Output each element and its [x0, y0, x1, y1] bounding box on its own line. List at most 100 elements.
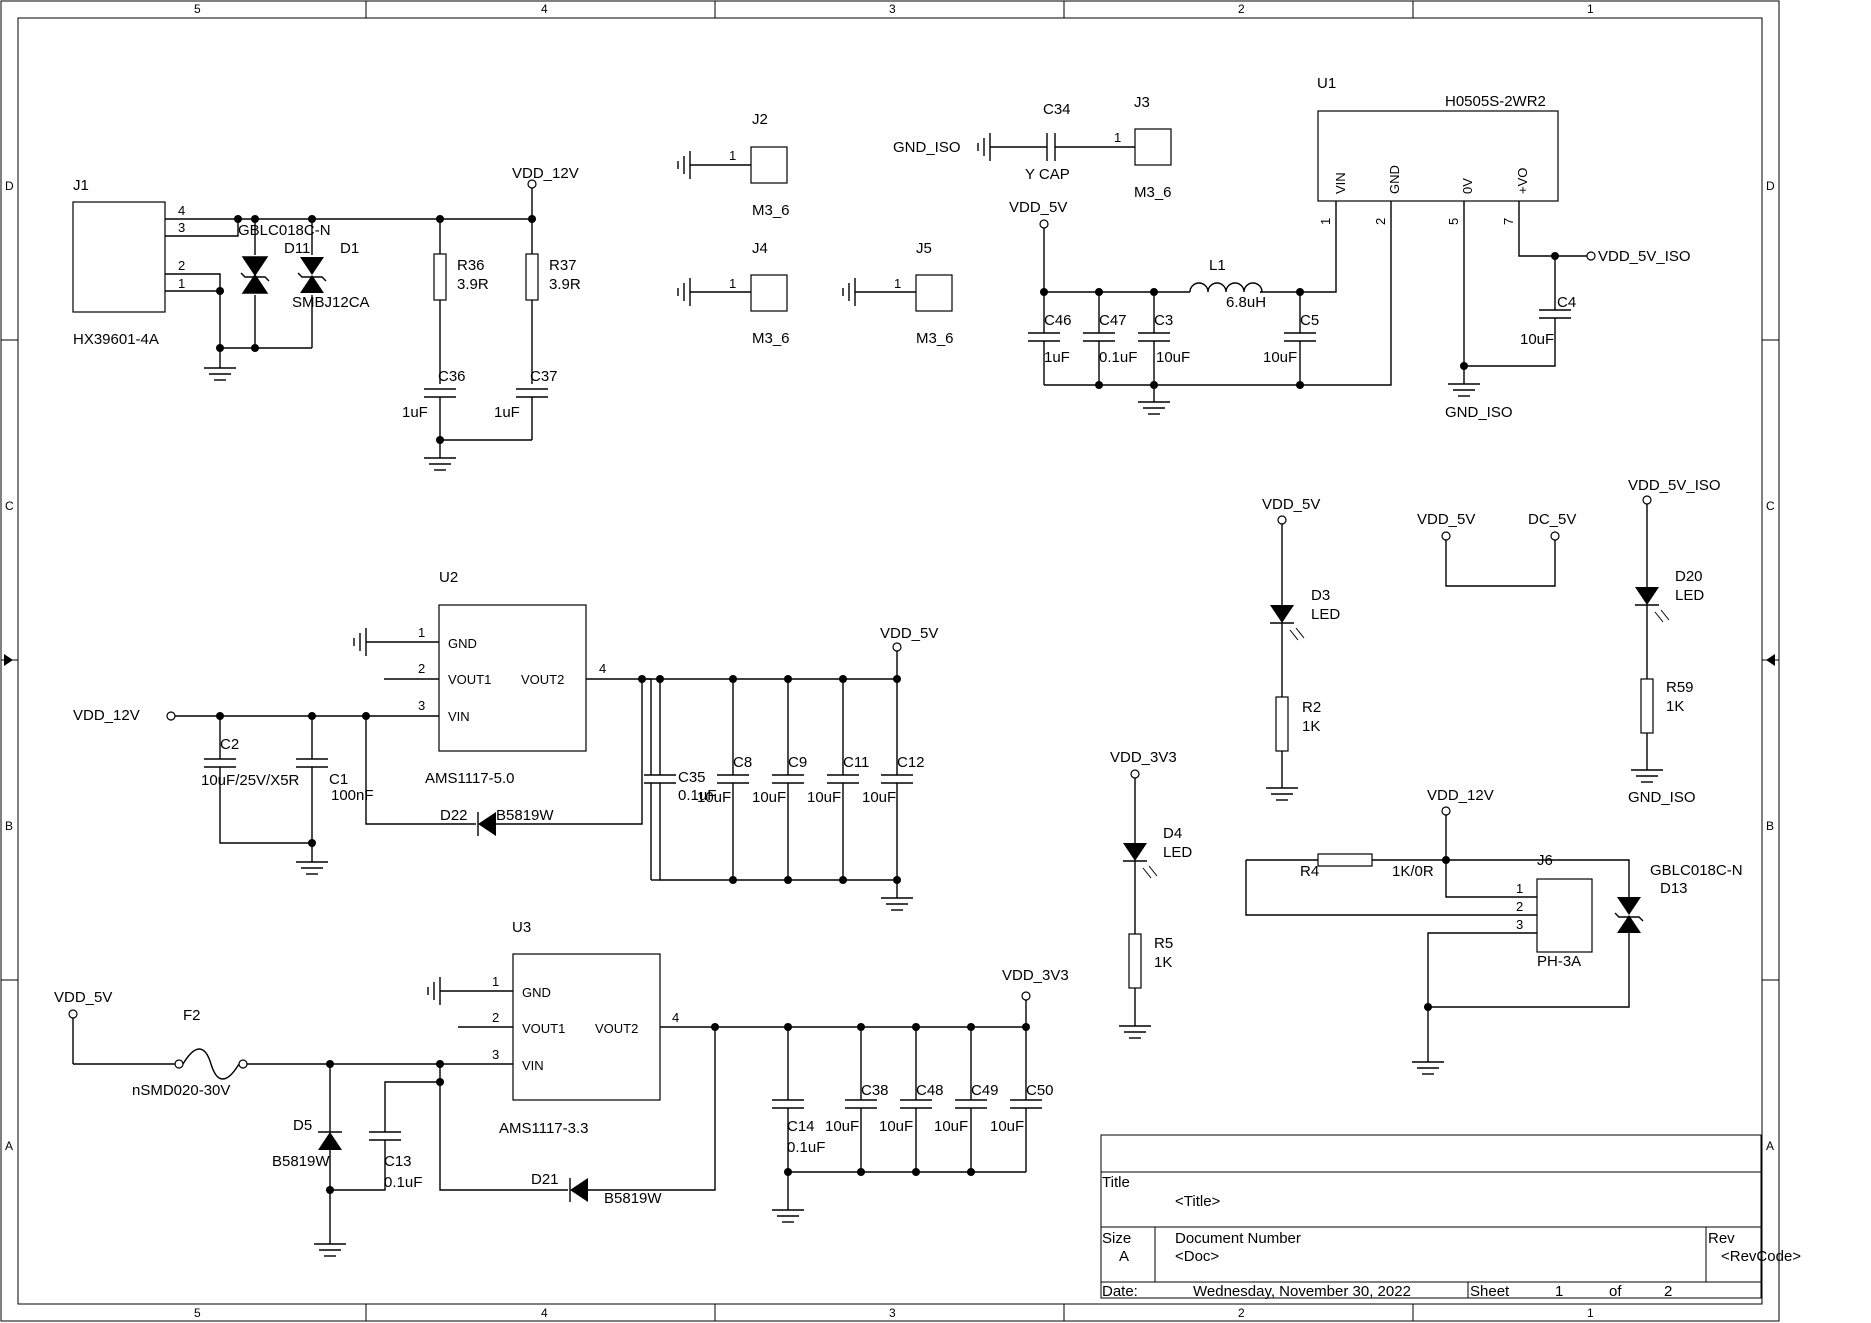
c12-value: 10uF [862, 789, 896, 806]
c34-ref: C34 [1043, 101, 1071, 118]
d22-schottky-diode[interactable]: D22 B5819W [440, 807, 554, 836]
c9-capacitor[interactable]: C9 10uF [752, 679, 807, 880]
d21-schottky-diode[interactable]: D21 B5819W [531, 1171, 662, 1207]
c1-capacitor[interactable]: C1 100nF [296, 758, 374, 804]
j3-mounting-hole[interactable]: 1 GND_ISO C34 Y CAP J3 M3_6 [893, 94, 1172, 201]
c46-capacitor[interactable]: C46 1uF [1028, 292, 1072, 385]
u1-isolated-converter[interactable]: U1 H0505S-2WR2 VIN GND 0V +VO 1 2 5 7 [1317, 75, 1559, 225]
j4-mounting-hole[interactable]: 1 J4 M3_6 [677, 240, 790, 347]
c4-capacitor[interactable]: C4 10uF [1520, 294, 1576, 348]
j2-mounting-hole[interactable]: 1 J2 M3_6 [677, 111, 790, 219]
u1-pin-name: 0V [1460, 178, 1475, 194]
c50-ref: C50 [1026, 1082, 1054, 1099]
col-label: 4 [541, 1306, 548, 1320]
d1-value: SMBJ12CA [292, 294, 370, 311]
d5-value: B5819W [272, 1153, 330, 1170]
r5-resistor[interactable]: R5 1K [1119, 933, 1173, 1039]
j5-mounting-hole[interactable]: 1 J5 M3_6 [842, 240, 954, 347]
j1-connector[interactable]: J1 HX39601-4A 4 3 2 1 [72, 177, 185, 348]
c5-value: 10uF [1263, 349, 1297, 366]
u2-pin-name: VOUT2 [521, 672, 564, 687]
c14-capacitor[interactable]: C14 0.1uF [772, 1099, 825, 1156]
r37-resistor[interactable]: R37 3.9R [525, 219, 581, 384]
c48-ref: C48 [916, 1082, 944, 1099]
u2-wires: VDD_5V VDD_12V [73, 625, 938, 911]
f2-ref: F2 [183, 1007, 201, 1024]
j4-pin: 1 [729, 276, 736, 291]
c13-capacitor[interactable]: C13 0.1uF [369, 1131, 422, 1191]
u2-pin-name: VIN [448, 709, 470, 724]
row-label: B [1766, 819, 1774, 833]
vdd-12v-port-top: VDD_12V [512, 165, 579, 223]
u3-pin-name: GND [522, 985, 551, 1000]
row-label: C [5, 499, 14, 513]
d1-ref: D1 [340, 240, 359, 257]
u2-pin-num: 2 [418, 661, 425, 676]
d3-led[interactable]: VDD_5V D3 LED [1262, 496, 1340, 697]
d11-tvs-diode[interactable]: GBLC018C-N D11 [238, 222, 331, 294]
c3-capacitor[interactable]: C3 10uF [1138, 292, 1190, 385]
vdd-5v-label: VDD_5V [1009, 199, 1067, 216]
c8-capacitor[interactable]: C8 10uF [697, 679, 752, 880]
j2-value: M3_6 [752, 202, 790, 219]
j3-value: M3_6 [1134, 184, 1172, 201]
gnd-symbol [424, 436, 532, 471]
sheet-label: Sheet [1470, 1283, 1510, 1300]
u3-pin-name: VOUT1 [522, 1021, 565, 1036]
u1-value: H0505S-2WR2 [1445, 93, 1546, 110]
c37-value: 1uF [494, 404, 520, 421]
u3-ldo-3v3[interactable]: U3 AMS1117-3.3 GND VOUT1 VOUT2 VIN 1 2 4… [492, 919, 679, 1137]
of-label: of [1609, 1283, 1622, 1300]
d4-led[interactable]: VDD_3V3 D4 LED [1110, 749, 1192, 934]
c11-capacitor[interactable]: C11 10uF [807, 679, 869, 880]
r59-resistor[interactable]: R59 1K GND_ISO [1628, 678, 1696, 806]
vdd-5v-label: VDD_5V [54, 989, 112, 1006]
j6-connector[interactable]: J6 PH-3A 1 2 3 [1516, 852, 1593, 970]
d5-schottky-diode[interactable]: D5 B5819W [272, 1117, 342, 1170]
c38-capacitor[interactable]: C38 10uF [825, 1027, 889, 1172]
j3-pin: 1 [1114, 130, 1121, 145]
row-label: D [5, 179, 14, 193]
u1-pin-num: 1 [1318, 218, 1333, 225]
u3-pin-num: 4 [672, 1010, 679, 1025]
date-label: Date: [1102, 1283, 1138, 1300]
dc5v-jumper: VDD_5V DC_5V [1417, 511, 1576, 587]
c35-capacitor[interactable]: C35 0.1uF [642, 678, 716, 881]
r2-resistor[interactable]: R2 1K [1266, 696, 1321, 801]
vdd-5v-label: VDD_5V [1262, 496, 1320, 513]
j6-ref: J6 [1537, 852, 1553, 869]
c2-capacitor[interactable]: C2 10uF/25V/X5R [201, 736, 300, 789]
j2-pin: 1 [729, 148, 736, 163]
c34-value: Y CAP [1025, 166, 1070, 183]
c36-capacitor[interactable]: C36 1uF [402, 368, 466, 440]
c50-capacitor[interactable]: C50 10uF [990, 1027, 1054, 1172]
d11-ref: D11 [284, 240, 310, 257]
j6-connector-wires: VDD_12V [1245, 787, 1630, 1075]
c49-value: 10uF [934, 1118, 968, 1135]
c35-value: 0.1uF [678, 787, 716, 804]
c3-ref: C3 [1154, 312, 1173, 329]
d4-value: LED [1163, 844, 1192, 861]
row-label: A [1766, 1139, 1774, 1153]
d13-ref: D13 [1660, 880, 1688, 897]
r36-ref: R36 [457, 257, 485, 274]
c47-capacitor[interactable]: C47 0.1uF [1083, 292, 1137, 385]
c37-capacitor[interactable]: C37 1uF [494, 368, 558, 440]
d20-led[interactable]: VDD_5V_ISO D20 LED [1628, 477, 1721, 679]
d1-tvs-diode[interactable]: D1 SMBJ12CA [292, 240, 370, 311]
vdd-5v-iso-label: VDD_5V_ISO [1628, 477, 1721, 494]
d13-tvs-diode[interactable]: GBLC018C-N D13 [1614, 862, 1743, 933]
c12-capacitor[interactable]: C12 10uF [862, 679, 925, 880]
c5-capacitor[interactable]: C5 10uF [1263, 292, 1319, 385]
l1-inductor[interactable]: L1 6.8uH [1189, 257, 1266, 311]
sheet-number: 1 [1555, 1283, 1563, 1300]
u2-ldo-5v[interactable]: U2 AMS1117-5.0 GND VOUT1 VOUT2 VIN 1 2 4… [418, 569, 606, 787]
c38-value: 10uF [825, 1118, 859, 1135]
c49-capacitor[interactable]: C49 10uF [934, 1027, 999, 1172]
u2-pin-num: 3 [418, 698, 425, 713]
f2-fuse[interactable]: F2 nSMD020-30V [132, 1007, 248, 1099]
r4-resistor[interactable]: R4 1K/0R [1300, 853, 1434, 880]
c48-capacitor[interactable]: C48 10uF [879, 1027, 944, 1172]
date-value: Wednesday, November 30, 2022 [1193, 1283, 1411, 1300]
r36-resistor[interactable]: R36 3.9R [433, 219, 489, 384]
